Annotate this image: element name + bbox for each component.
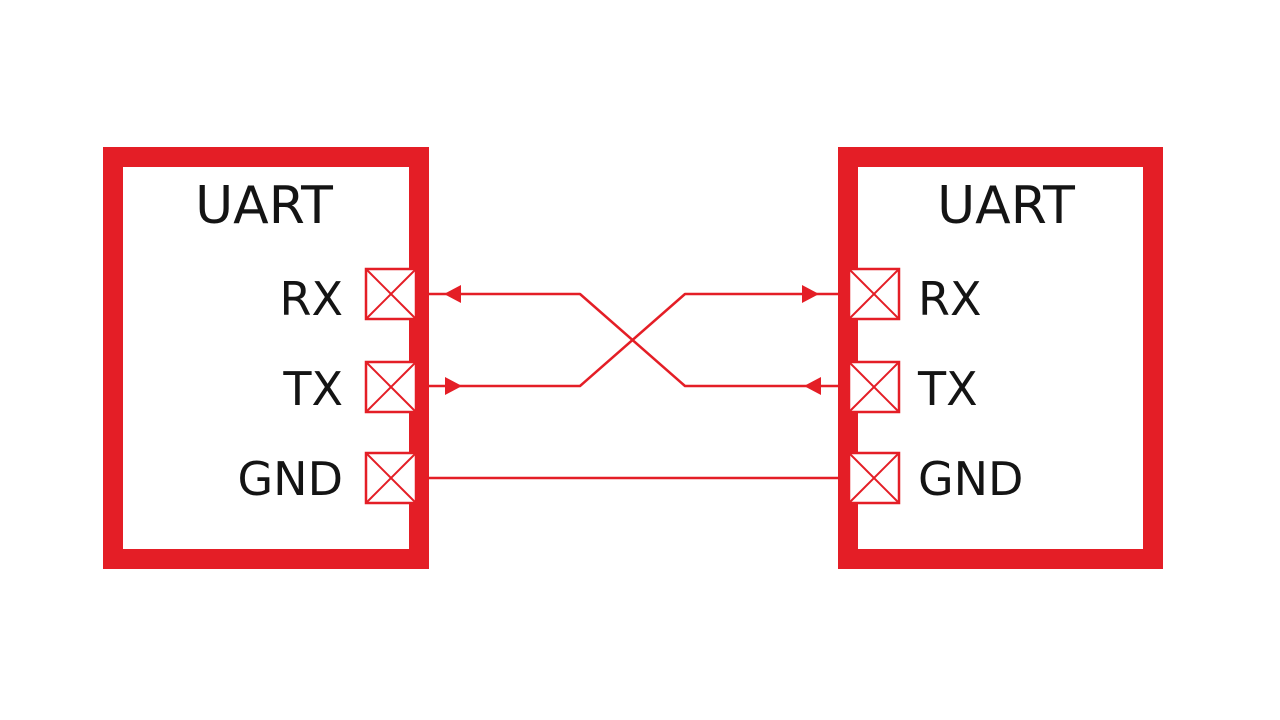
left-device-title: UART (195, 176, 333, 236)
right-uart-device: UART RX TX GND (838, 147, 1163, 569)
wire-left-tx-to-right-rx (416, 292, 849, 388)
left-rx-pin (364, 267, 418, 321)
arrow-out-right-tx-icon (804, 377, 821, 395)
right-device-box (838, 147, 1163, 569)
right-rx-label: RX (918, 272, 981, 326)
right-tx-pin (847, 360, 901, 414)
left-tx-label: TX (282, 362, 343, 416)
right-gnd-pin (847, 451, 901, 505)
arrow-into-left-rx-icon (444, 285, 461, 303)
right-rx-pin (847, 267, 901, 321)
arrow-out-left-tx-icon (445, 377, 462, 395)
left-uart-device: UART RX TX GND (103, 147, 429, 569)
right-gnd-label: GND (918, 452, 1023, 506)
right-tx-label: TX (917, 362, 978, 416)
left-rx-label: RX (280, 272, 343, 326)
left-tx-pin (364, 360, 418, 414)
left-device-box (103, 147, 429, 569)
left-gnd-label: GND (238, 452, 343, 506)
left-gnd-pin (364, 451, 418, 505)
right-device-title: UART (937, 176, 1075, 236)
arrow-into-right-rx-icon (802, 285, 819, 303)
